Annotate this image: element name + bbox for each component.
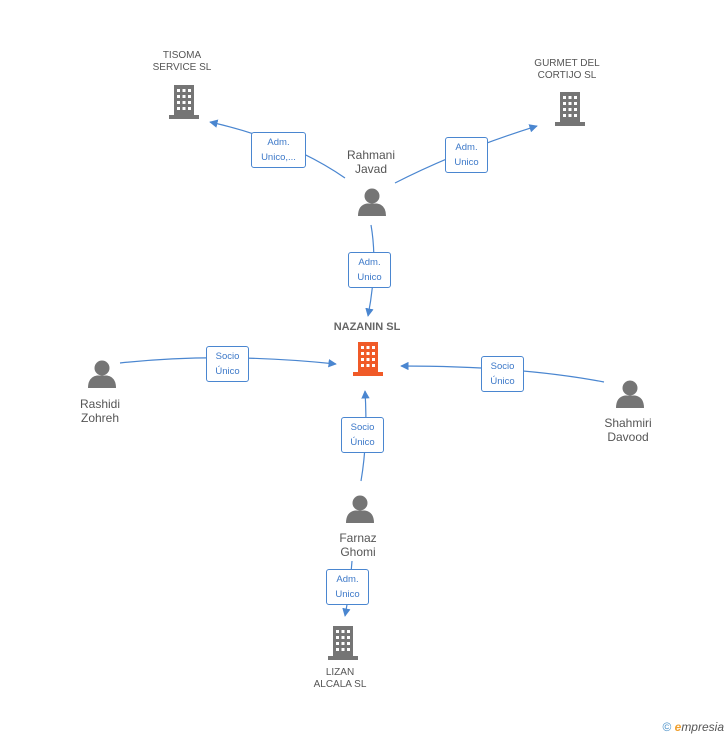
node-label-lizan[interactable]: LIZAN ALCALA SL [290,667,390,691]
building-icon-highlight[interactable] [353,342,383,376]
label-line: Rahmani [346,148,396,162]
building-icon[interactable] [169,85,199,119]
person-icon[interactable] [346,495,374,524]
label-line: GURMET DEL [534,58,600,69]
building-icon[interactable] [555,92,585,126]
label-line: Farnaz [339,531,377,545]
building-icon[interactable] [328,626,358,660]
edge-label-line: Socio [350,422,375,433]
label-line: Javad [354,162,388,177]
label-line: Rashidi [79,397,121,411]
label-line: Zohreh [80,411,120,426]
edge-label-rashidi-nazanin[interactable]: Socio Único [206,346,249,382]
edge-label-line: Adm. [455,142,478,153]
edge-label-line: Unico [357,272,382,283]
edge-label-farnaz-lizan[interactable]: Adm. Unico [326,569,369,605]
label-line: NAZANIN SL [333,321,401,333]
edge-label-line: Unico,... [261,152,296,163]
edge-label-line: Único [215,366,240,377]
label-line: LIZAN [325,667,355,678]
label-line: Ghomi [340,545,376,560]
person-icon[interactable] [616,380,644,409]
label-line: ALCALA SL [313,679,367,690]
label-line: Davood [607,430,649,445]
edge-label-line: Unico [454,157,479,168]
node-label-tisoma[interactable]: TISOMA SERVICE SL [132,50,232,74]
edge-label-rahmani-tisoma[interactable]: Adm. Unico,... [251,132,306,168]
footer-brand: © empresia [662,720,724,734]
label-line: SERVICE SL [152,62,212,73]
edge-label-line: Único [490,376,515,387]
edge-label-line: Socio [215,351,240,362]
person-icon[interactable] [358,188,386,217]
label-line: CORTIJO SL [537,70,597,81]
brand-logo-initial: e [674,720,682,734]
edge-label-shahmiri-nazanin[interactable]: Socio Único [481,356,524,392]
node-label-rahmani[interactable]: Rahmani Javad [321,148,421,177]
brand-logo-text: mpresia [681,720,724,734]
edge-label-line: Único [350,437,375,448]
node-label-shahmiri[interactable]: Shahmiri Davood [578,416,678,445]
node-label-nazanin[interactable]: NAZANIN SL [317,321,417,334]
edge-label-line: Adm. [336,574,359,585]
edge-label-farnaz-nazanin[interactable]: Socio Único [341,417,384,453]
node-label-farnaz[interactable]: Farnaz Ghomi [308,531,408,560]
edge-label-line: Socio [490,361,515,372]
edge-label-rahmani-gurmet[interactable]: Adm. Unico [445,137,488,173]
person-icon[interactable] [88,360,116,389]
edge-label-line: Unico [335,589,360,600]
label-line: TISOMA [162,50,202,61]
edge-label-rahmani-nazanin[interactable]: Adm. Unico [348,252,391,288]
edge-label-line: Adm. [267,137,290,148]
node-label-rashidi[interactable]: Rashidi Zohreh [50,397,150,426]
label-line: Shahmiri [604,416,652,430]
copyright-icon: © [662,720,672,734]
edge-label-line: Adm. [358,257,381,268]
node-label-gurmet[interactable]: GURMET DEL CORTIJO SL [517,58,617,82]
